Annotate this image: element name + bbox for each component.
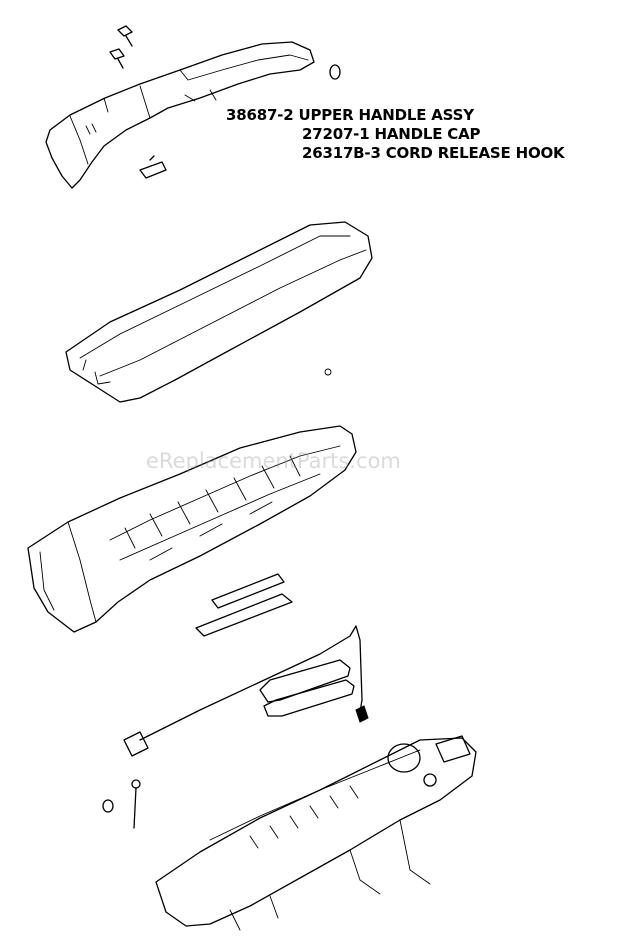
nut-part	[102, 799, 114, 813]
cord-release-hook-part	[139, 155, 167, 179]
handle-cap-part	[65, 221, 373, 403]
callout-part-number: 38687-2	[226, 106, 294, 124]
screw-part	[109, 25, 133, 69]
callout-part-number: 26317B-3	[302, 144, 381, 162]
upper-handle-assembly-part	[45, 41, 315, 189]
power-cord-part	[123, 625, 369, 757]
callout-handle-cap: 27207-1 HANDLE CAP	[226, 125, 606, 144]
callout-part-label: CORD RELEASE HOOK	[385, 144, 565, 162]
filter-pad-part	[195, 573, 293, 637]
main-housing-part	[27, 425, 357, 633]
callout-upper-handle-assy: 38687-2 UPPER HANDLE ASSY	[226, 106, 606, 125]
lower-housing-part	[155, 735, 477, 931]
part-callout-list: 38687-2 UPPER HANDLE ASSY 27207-1 HANDLE…	[226, 106, 606, 163]
callout-cord-release-hook: 26317B-3 CORD RELEASE HOOK	[226, 144, 606, 163]
callout-part-number: 27207-1	[302, 125, 370, 143]
callout-part-label: HANDLE CAP	[374, 125, 481, 143]
callout-part-label: UPPER HANDLE ASSY	[298, 106, 474, 124]
grommet-part	[329, 64, 341, 80]
watermark-text: eReplacementParts.com	[146, 449, 401, 473]
pin-part	[131, 779, 141, 829]
